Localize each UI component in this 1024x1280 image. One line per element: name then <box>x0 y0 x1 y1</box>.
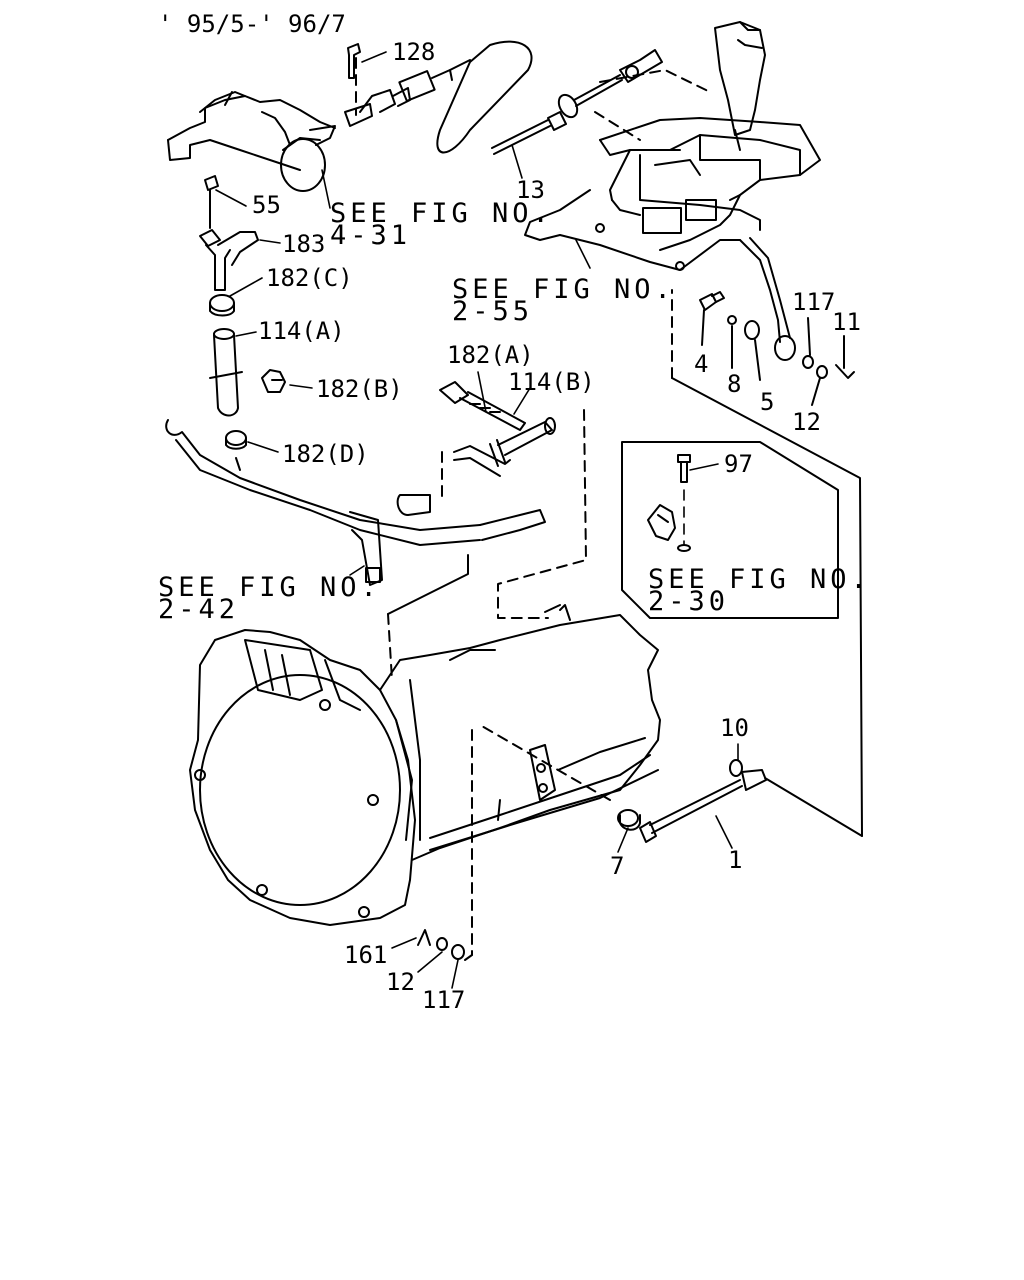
callout-4: 4 <box>694 350 708 378</box>
callout-114b: 114(B) <box>508 368 595 396</box>
callout-182a: 182(A) <box>447 341 534 369</box>
callout-1: 1 <box>728 846 742 874</box>
control-rod-1 <box>617 759 767 843</box>
transmission-case <box>189 604 661 926</box>
callout-12-top: 12 <box>792 408 821 436</box>
callout-183: 183 <box>282 230 325 258</box>
clip-97 <box>647 454 691 552</box>
ref-2-42-line1: SEE FIG NO. <box>158 572 381 603</box>
callout-10: 10 <box>720 714 749 742</box>
ref-4-31-line1: SEE FIG NO. <box>330 198 553 229</box>
ref-2-55-line2: 2-55 <box>452 296 533 327</box>
ref-4-31-line2: 4-31 <box>330 220 411 251</box>
ref-2-55-line1: SEE FIG NO. <box>452 274 675 305</box>
callout-13: 13 <box>516 176 545 204</box>
shift-console <box>524 21 821 361</box>
callout-5: 5 <box>760 388 774 416</box>
callout-8: 8 <box>727 370 741 398</box>
callout-114a: 114(A) <box>258 317 345 345</box>
date-range-label: ' 95/5-' 96/7 <box>158 10 346 38</box>
callout-7: 7 <box>610 852 624 880</box>
callout-161: 161 <box>344 941 387 969</box>
lever-hardware <box>699 291 855 406</box>
ref-2-30-line1: SEE FIG NO. <box>648 564 871 595</box>
callout-12-bottom: 12 <box>386 968 415 996</box>
breather-hose-assembly <box>199 175 286 450</box>
cable-end-128 <box>344 43 471 127</box>
ref-2-30-line2: 2-30 <box>648 586 729 617</box>
shift-lever-bracket <box>167 91 336 192</box>
callout-182c: 182(C) <box>266 264 353 292</box>
bottom-hardware <box>417 929 465 960</box>
connector-lines <box>355 57 863 961</box>
callout-182b: 182(B) <box>316 375 403 403</box>
callout-11: 11 <box>832 308 861 336</box>
callout-117-top: 117 <box>792 288 835 316</box>
ref-2-42-line2: 2-42 <box>158 594 239 625</box>
leader-lines <box>215 51 739 989</box>
callout-117-bottom: 117 <box>422 986 465 1014</box>
callout-55: 55 <box>252 191 281 219</box>
shift-cable-13 <box>436 40 663 155</box>
callout-97: 97 <box>724 450 753 478</box>
oil-filler-tube <box>165 419 546 586</box>
callout-128: 128 <box>392 38 435 66</box>
callout-182d: 182(D) <box>282 440 369 468</box>
